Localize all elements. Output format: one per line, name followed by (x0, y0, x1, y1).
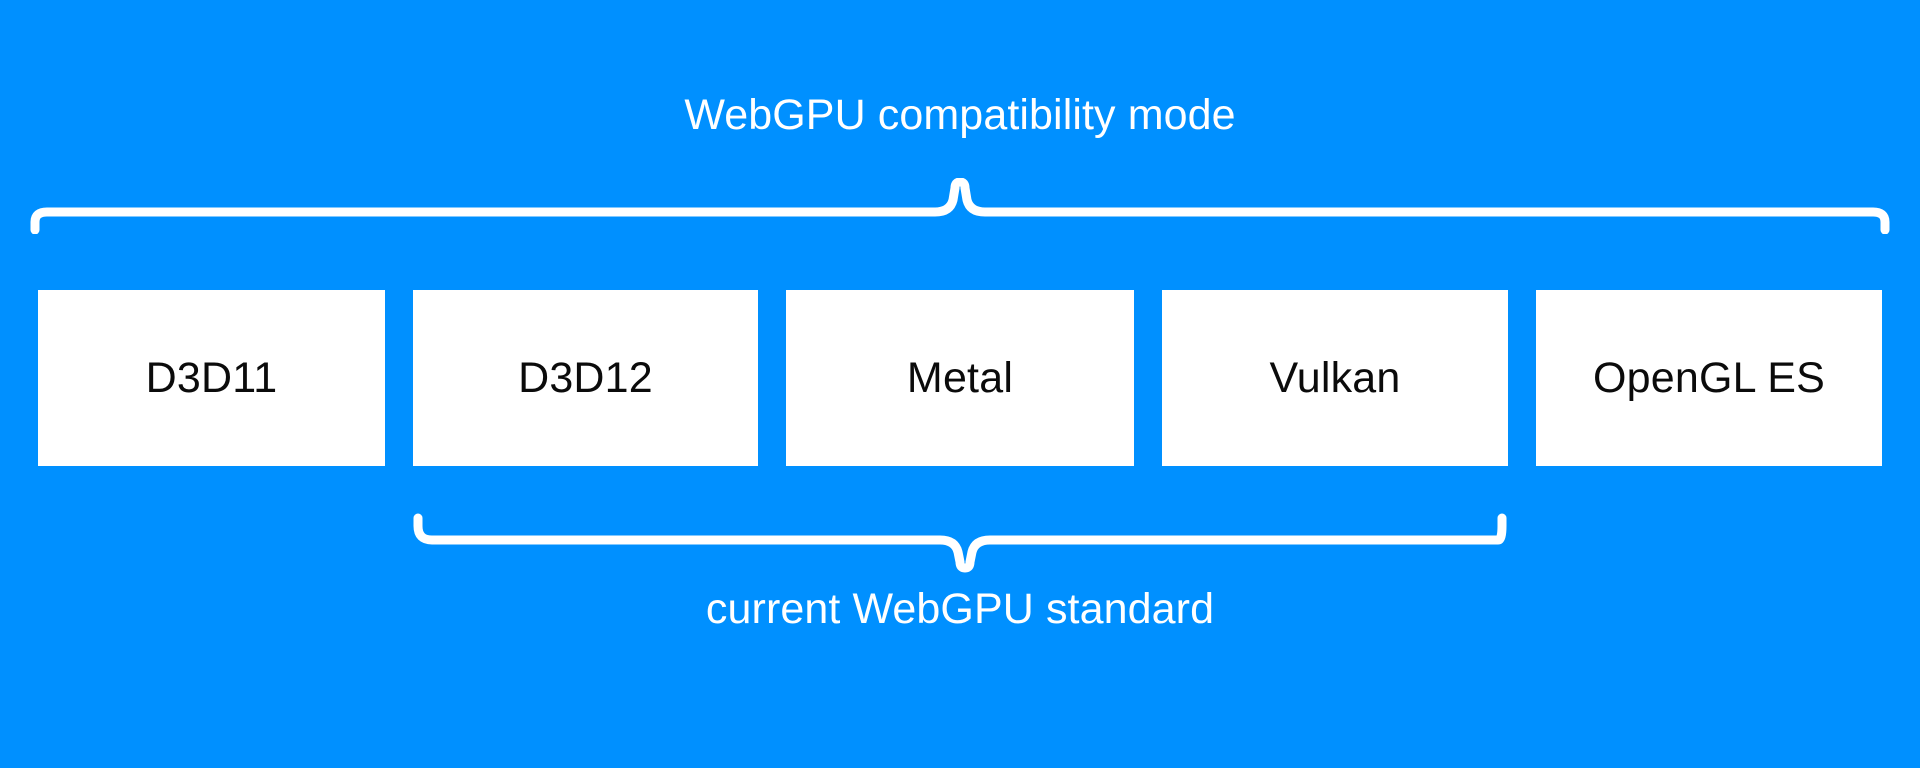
api-box-label: Vulkan (1269, 354, 1401, 402)
api-box-label: Metal (906, 354, 1014, 402)
api-box-vulkan[interactable]: Vulkan (1162, 290, 1508, 466)
api-box-label: D3D11 (145, 354, 278, 402)
bottom-group-label: current WebGPU standard (705, 585, 1215, 633)
api-box-d3d12[interactable]: D3D12 (413, 290, 758, 466)
api-box-opengl-es[interactable]: OpenGL ES (1536, 290, 1882, 466)
api-box-label: D3D12 (518, 354, 653, 402)
api-box-row: D3D11 D3D12 Metal Vulkan OpenGL ES (38, 290, 1882, 466)
top-brace (30, 178, 1890, 234)
api-box-d3d11[interactable]: D3D11 (38, 290, 385, 466)
bottom-brace (412, 512, 1508, 574)
api-box-metal[interactable]: Metal (786, 290, 1134, 466)
api-box-label: OpenGL ES (1592, 354, 1826, 402)
top-group-label: WebGPU compatibility mode (684, 91, 1236, 139)
